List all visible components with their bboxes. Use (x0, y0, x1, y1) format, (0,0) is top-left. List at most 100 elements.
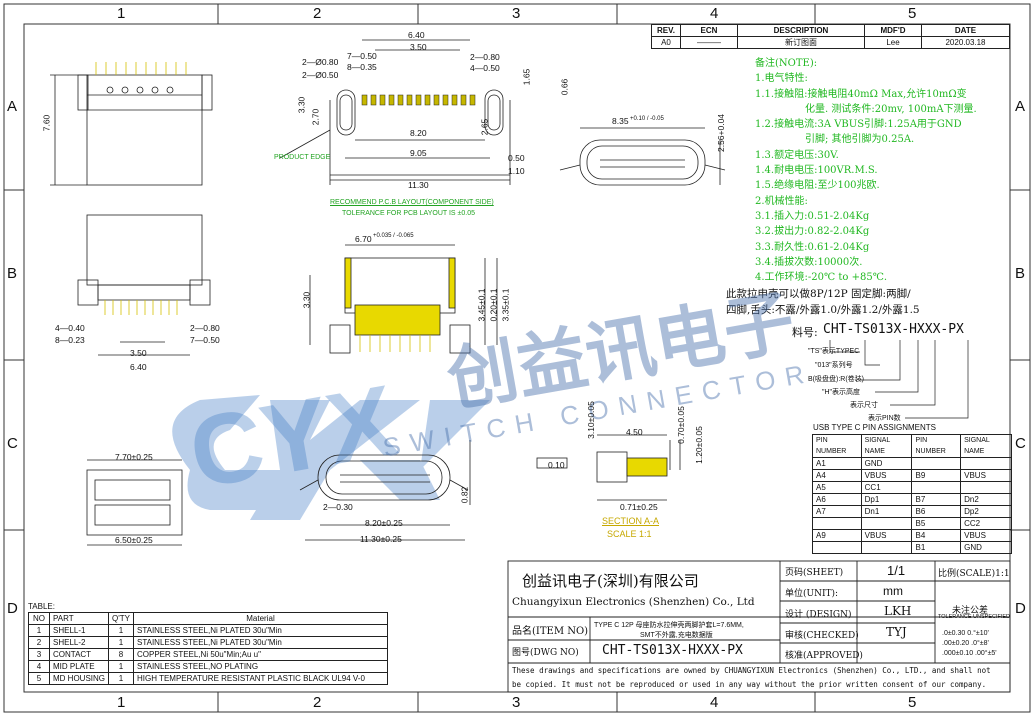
dim-label: 8.20 (410, 128, 427, 138)
dim-label: 3.30 (296, 96, 307, 114)
description-header: DESCRIPTION (737, 24, 865, 37)
signal-cell (860, 517, 913, 530)
dim-label: 1.65 (521, 68, 532, 86)
design-value: LKH (884, 604, 912, 618)
pin-cell (911, 457, 962, 470)
dim-label: 3.10±0.05 (585, 401, 596, 439)
row-no: 5 (28, 672, 50, 685)
signal-cell: GND (860, 457, 913, 470)
dim-label: 0.70±0.05 (675, 406, 686, 444)
pin-cell: B5 (911, 517, 962, 530)
footer-line-1: These drawings and specifications are ow… (512, 666, 991, 675)
pin-cell: A1 (812, 457, 862, 470)
view-front-top (559, 127, 726, 186)
note-line: 4.工作环境:-20℃ to +85℃. (755, 272, 888, 284)
unit-label: 单位(UNIT): (785, 589, 839, 599)
row-material: STAINLESS STEEL,NO PLATING (132, 660, 389, 673)
dim-label: 2—0.30 (323, 502, 353, 512)
signal-header: SIGNAL NAME (860, 434, 913, 458)
signal-cell (860, 541, 913, 554)
row-part: SHELL-1 (49, 624, 109, 637)
dim-label: 3.50 (410, 42, 427, 52)
legend-pin: 表示PIN数 (868, 415, 901, 422)
row-part: CONTACT (49, 648, 109, 661)
row-part: SHELL-2 (49, 636, 109, 649)
view-section-aa (536, 434, 681, 501)
row-label-c-right: C (1015, 435, 1026, 452)
note-line: 1.5.绝缘电阻:至少100兆欧. (755, 180, 880, 192)
row-material: COPPER STEEL,Ni 50u"Min;Au u" (132, 648, 389, 661)
item-value-1: TYPE C 12P 母座防水拉伸壳两脚护套L=7.6MM, (594, 622, 744, 629)
dim-label: 8.35 (612, 116, 629, 126)
rev-header: REV. (651, 24, 681, 37)
note-line: 3.2.拔出力:0.82-2.04Kg (755, 226, 870, 238)
date-header: DATE (921, 24, 1010, 37)
dim-label: 11.30 (408, 180, 429, 190)
signal-cell: VBUS (860, 469, 913, 482)
row-material: STAINLESS STEEL,Ni PLATED 30u"Min (132, 624, 389, 637)
signal-header: SIGNAL NAME (960, 434, 1012, 458)
dim-label: 3.45±0.1 (476, 288, 487, 322)
note-line: 3.3.耐久性:0.61-2.04Kg (755, 241, 870, 253)
view-side-top (50, 62, 213, 186)
view-side-bottom (86, 459, 183, 546)
signal-cell: Dn1 (860, 505, 913, 518)
legend-b: B(吸盘盘):R(卷装) (808, 376, 864, 383)
view-pcb-layout (279, 39, 511, 185)
legend-size: 表示尺寸 (850, 402, 878, 409)
dim-label: 2.70 (310, 108, 321, 126)
material-table-title: TABLE: (28, 602, 55, 611)
note-line: 2.机械性能: (755, 195, 808, 207)
pin-cell: A6 (812, 493, 862, 506)
design-label: 设计 (DESIGN) (785, 610, 852, 620)
ecn-value: ——— (680, 36, 738, 49)
mdfd-value: Lee (864, 36, 922, 49)
dwg-value: CHT-TS013X-HXXX-PX (602, 643, 743, 658)
dim-label: 6.40 (408, 30, 425, 40)
pin-cell: A7 (812, 505, 862, 518)
dim-label: 8—0.35 (347, 62, 377, 72)
signal-cell: VBUS (960, 469, 1012, 482)
note-line: 3.4.插拔次数:10000次. (755, 256, 863, 268)
sheet-label: 页码(SHEET) (785, 568, 844, 578)
tolerance-en: TOLERANCE UNSPECIFIED (938, 614, 1011, 620)
approved-label: 核准(APPROVED) (785, 651, 863, 661)
row-label-d: D (7, 600, 18, 617)
pin-cell: A9 (812, 529, 862, 542)
part-header: PART (49, 612, 109, 625)
signal-cell: Dn2 (960, 493, 1012, 506)
sheet-value: 1/1 (887, 563, 906, 578)
unit-value: mm (883, 584, 903, 598)
row-part: MD HOUSING (49, 672, 109, 685)
outer-frame (3, 3, 1031, 713)
item-label: 品名(ITEM NO) (512, 626, 589, 637)
pin-cell: A4 (812, 469, 862, 482)
dim-label: 9.05 (410, 148, 427, 158)
tolerance-row: .00±0.20 .0°±8' (942, 640, 989, 647)
dim-label: 6.50±0.25 (115, 535, 153, 545)
col-label-2: 2 (313, 5, 322, 22)
dim-label: 0.20±0.1 (488, 288, 499, 322)
note-line: 1.1.接触阻:接触电阻40mΩ Max,允许10mΩ变 (755, 88, 967, 100)
rev-value: A0 (651, 36, 681, 49)
date-value: 2020.03.18 (921, 36, 1010, 49)
dim-label: 4—0.40 (55, 323, 85, 333)
pin-header: PIN NUMBER (911, 434, 962, 458)
col-label-4: 4 (710, 5, 719, 22)
dim-label: 0.10 (548, 460, 565, 470)
dim-label: 2—0.80 (470, 52, 500, 62)
dim-label: +0.10 / -0.05 (630, 116, 664, 122)
row-part: MID PLATE (49, 660, 109, 673)
pin-cell (812, 541, 862, 554)
dim-label: 2—Ø0.50 (302, 70, 339, 80)
dim-label: 6.40 (130, 362, 147, 372)
dim-label: 2—0.80 (190, 323, 220, 333)
scale-label: 比例(SCALE)1:1 (938, 569, 1010, 579)
signal-cell: VBUS (860, 529, 913, 542)
row-material: STAINLESS STEEL,Ni PLATED 30u"Min (132, 636, 389, 649)
signal-cell: GND (960, 541, 1012, 554)
part-label: 料号: (792, 326, 818, 339)
pin-cell (812, 517, 862, 530)
mdfd-header: MDF'D (864, 24, 922, 37)
